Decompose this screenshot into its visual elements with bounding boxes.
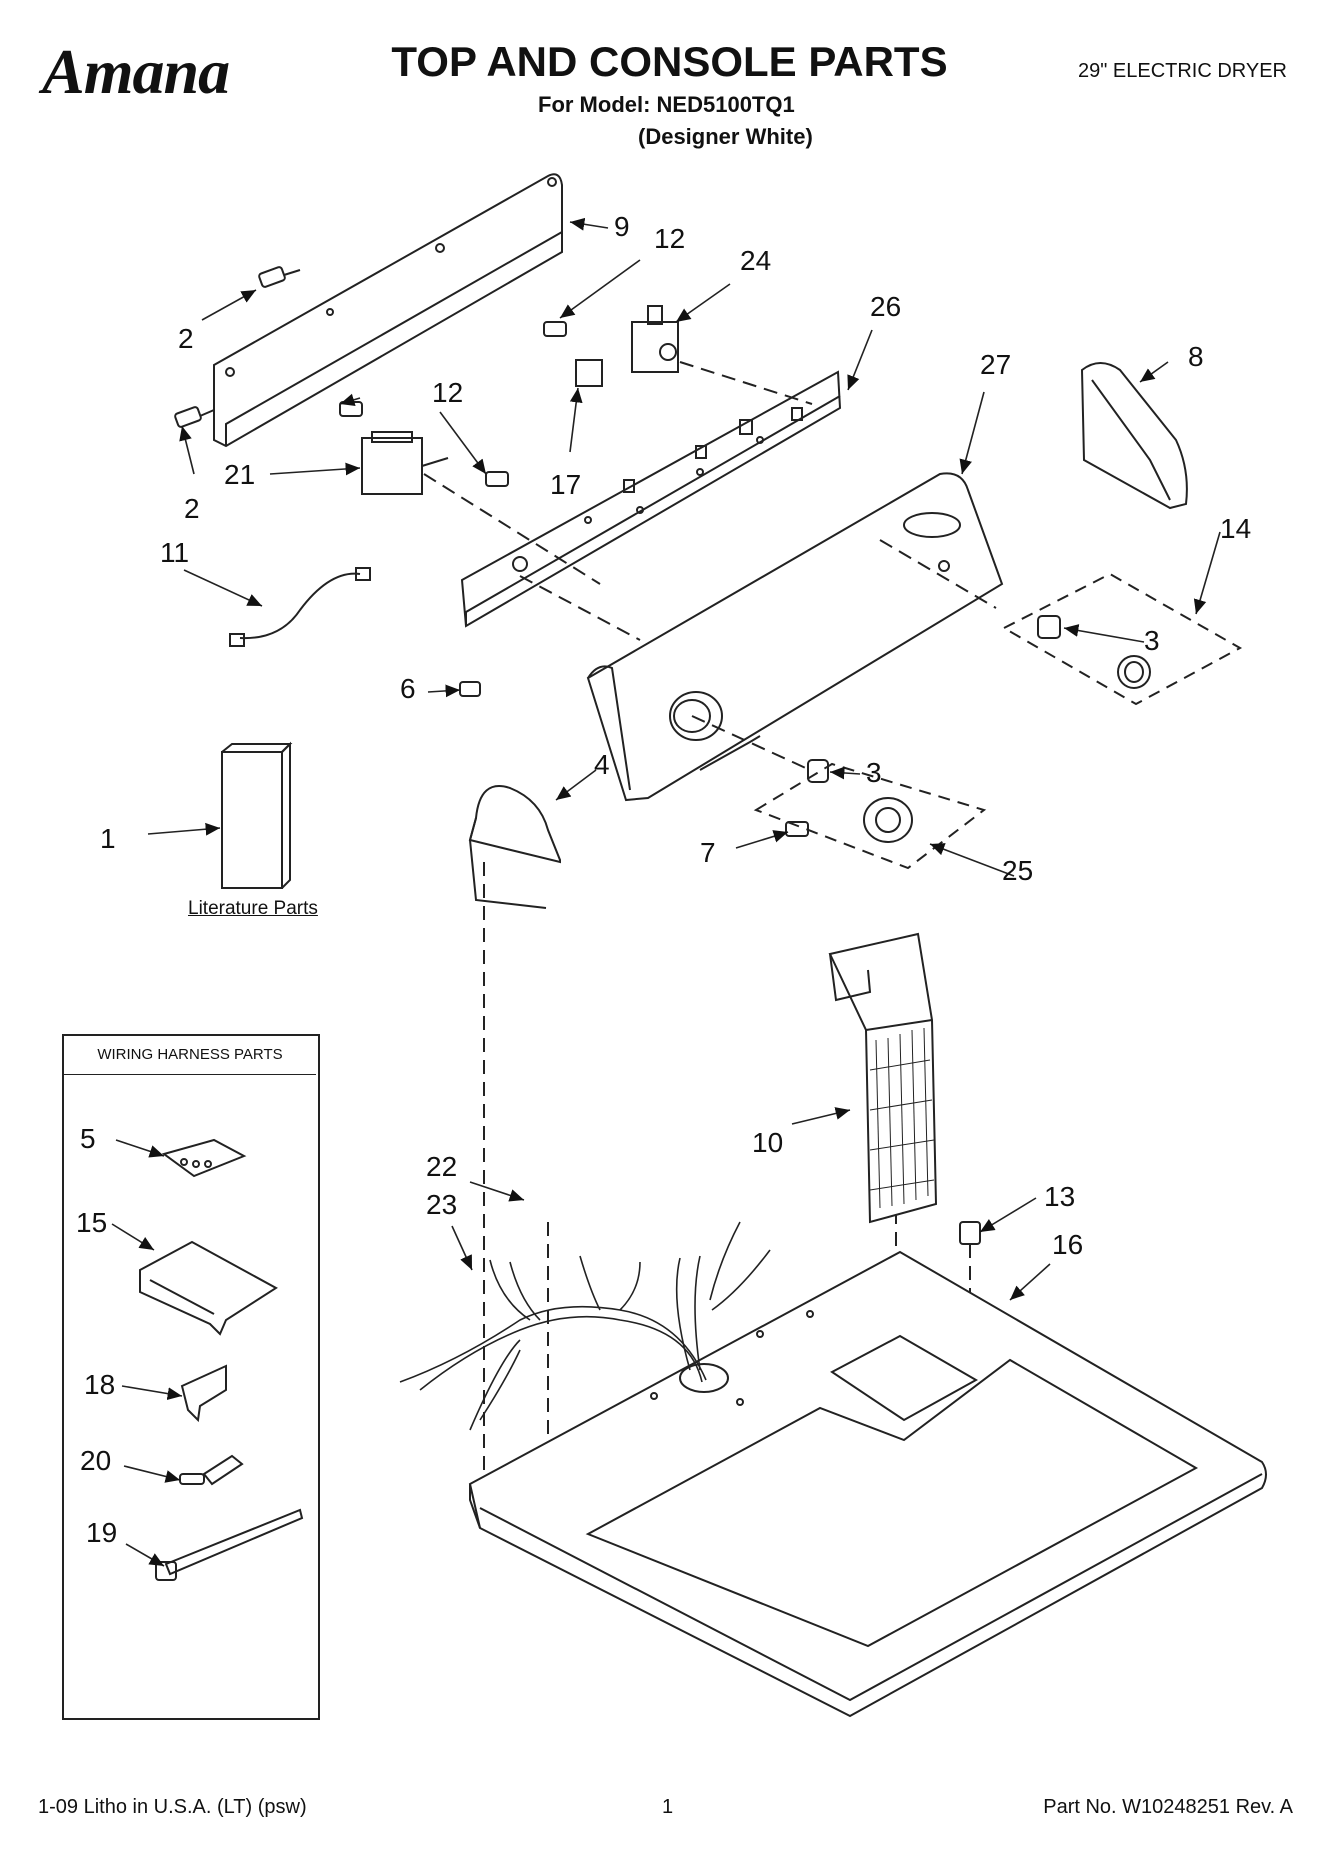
callout-labels: 1 2 2 3 3 4 5 6 7 8 9 10 11 12 12 13 14 … xyxy=(76,211,1251,1548)
callout-12a: 12 xyxy=(654,223,685,254)
footer-page-number: 1 xyxy=(662,1796,674,1818)
part-16-dryer-top xyxy=(468,1250,1267,1718)
part-5-connector xyxy=(161,1138,247,1178)
part-20-terminal xyxy=(179,1454,244,1486)
callout-25: 25 xyxy=(1002,855,1033,886)
callout-22: 22 xyxy=(426,1151,457,1182)
part-1-literature xyxy=(221,751,283,889)
callout-15: 15 xyxy=(76,1207,107,1238)
callout-23: 23 xyxy=(426,1189,457,1220)
callout-6: 6 xyxy=(400,673,416,704)
footer-print-info: 1-09 Litho in U.S.A. (LT) (psw) xyxy=(38,1796,307,1818)
callout-3b: 3 xyxy=(866,757,882,788)
callout-14: 14 xyxy=(1220,513,1251,544)
callout-12b: 12 xyxy=(432,377,463,408)
callout-20: 20 xyxy=(80,1445,111,1476)
page-title: TOP AND CONSOLE PARTS xyxy=(391,38,948,85)
brand-logo: Amana xyxy=(42,36,230,107)
part-18-clip xyxy=(180,1364,227,1423)
part-26-panel-plate xyxy=(460,370,842,628)
part-12-screw-c xyxy=(543,321,567,337)
callout-3a: 3 xyxy=(1144,625,1160,656)
callout-18: 18 xyxy=(84,1369,115,1400)
part-12-screw-b xyxy=(485,471,509,487)
part-19-cable-tie xyxy=(155,1508,304,1581)
part-12-screw-a xyxy=(339,401,363,417)
model-variant: (Designer White) xyxy=(638,124,813,149)
callout-11: 11 xyxy=(160,537,189,568)
part-27-console xyxy=(586,472,1004,802)
wiring-harness-title: WIRING HARNESS PARTS xyxy=(64,1034,316,1075)
part-8-end-cap xyxy=(1080,362,1188,510)
part-6-screw xyxy=(459,681,481,697)
wiring-harness-box xyxy=(62,1034,320,1720)
footer-part-number: Part No. W10248251 Rev. A xyxy=(1043,1796,1293,1818)
callout-17: 17 xyxy=(550,469,581,500)
callout-2b: 2 xyxy=(184,493,200,524)
part-7-screw xyxy=(785,821,809,837)
callout-26: 26 xyxy=(870,291,901,322)
callout-10: 10 xyxy=(752,1127,783,1158)
callout-21: 21 xyxy=(224,459,255,490)
part-4-end-cap xyxy=(468,785,561,864)
model-line: For Model: NED5100TQ1 xyxy=(538,92,795,117)
part-10-lint-screen xyxy=(828,932,938,1224)
literature-parts-label: Literature Parts xyxy=(188,898,318,919)
callout-4: 4 xyxy=(594,749,610,780)
callout-9: 9 xyxy=(614,211,630,242)
part-2-screw-upper xyxy=(258,266,301,288)
callout-13: 13 xyxy=(1044,1181,1075,1212)
part-25-knob-kit xyxy=(753,762,987,870)
callout-27: 27 xyxy=(980,349,1011,380)
product-type: 29" ELECTRIC DRYER xyxy=(1077,60,1287,82)
part-13-screw xyxy=(959,1221,981,1245)
part-2-screw-lower xyxy=(174,406,215,428)
part-9-bracket xyxy=(213,173,563,448)
part-17-switch xyxy=(575,359,603,387)
part-24-switch xyxy=(631,305,679,373)
callout-16: 16 xyxy=(1052,1229,1083,1260)
part-15-connector-block xyxy=(139,1240,278,1336)
part-23-wiring-harness xyxy=(399,1221,771,1431)
callout-2a: 2 xyxy=(178,323,194,354)
callout-7: 7 xyxy=(700,837,716,868)
callout-24: 24 xyxy=(740,245,771,276)
part-11-wire xyxy=(239,572,361,640)
callout-8: 8 xyxy=(1188,341,1204,372)
callout-1: 1 xyxy=(100,823,116,854)
part-14-knob-kit xyxy=(1001,572,1243,706)
part-21-timer xyxy=(361,431,449,495)
callout-5: 5 xyxy=(80,1123,96,1154)
callout-19: 19 xyxy=(86,1517,117,1548)
